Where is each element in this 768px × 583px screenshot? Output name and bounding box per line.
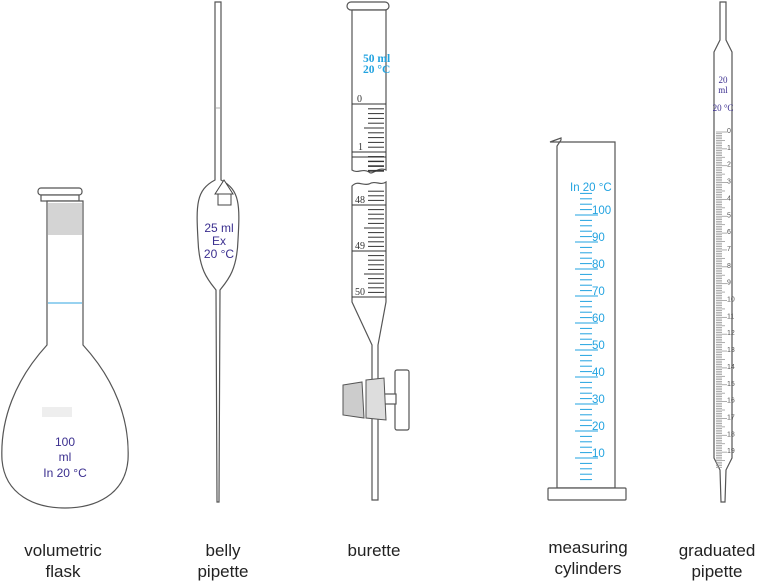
caption-volumetric-flask-2: flask: [46, 562, 81, 581]
cylinder-scale-label: 10: [592, 448, 605, 460]
graduated-pipette-unit: ml: [718, 85, 728, 95]
pipette-scale-label: 1: [727, 145, 731, 152]
burette-mark-50: 50: [355, 287, 365, 298]
belly-pipette: 25 ml Ex 20 °C: [196, 1, 240, 503]
belly-pipette-volume: 25 ml: [204, 221, 233, 235]
pipette-scale-label: 14: [727, 364, 735, 371]
cylinder-scale-label: 100: [592, 205, 611, 217]
cylinder-scale-label: 90: [592, 232, 605, 244]
pipette-scale-label: 11: [727, 313, 734, 320]
burette-mark-49: 49: [355, 241, 365, 252]
pipette-scale-label: 0: [727, 128, 731, 135]
caption-belly-pipette-2: pipette: [197, 562, 248, 581]
cylinder-label: In 20 °C: [570, 182, 612, 194]
pipette-scale-label: 10: [727, 297, 735, 304]
pipette-scale-label: 2: [727, 162, 731, 169]
volumetric-flask: 100 ml In 20 °C: [1, 187, 129, 509]
caption-graduated-pipette-1: graduated: [679, 541, 756, 560]
caption-volumetric-flask-1: volumetric: [24, 541, 102, 560]
flask-unit: ml: [59, 450, 72, 464]
caption-measuring-cylinders-1: measuring: [548, 538, 627, 557]
pipette-scale-label: 8: [727, 263, 731, 270]
pipette-scale-label: 9: [727, 280, 731, 287]
cylinder-scale-label: 40: [592, 367, 605, 379]
pipette-scale-label: 19: [727, 448, 735, 455]
pipette-scale-label: 18: [727, 431, 735, 438]
cylinder-scale-label: 20: [592, 421, 605, 433]
pipette-scale-label: 12: [727, 330, 735, 337]
caption-burette: burette: [348, 541, 401, 560]
burette-temperature: 20 °C: [363, 64, 390, 76]
pipette-scale-label: 7: [727, 246, 731, 253]
burette-mark-0: 0: [357, 94, 362, 105]
burette-mark-1: 1: [358, 142, 363, 153]
burette-volume: 50 ml: [363, 53, 390, 65]
flask-volume: 100: [55, 435, 75, 449]
burette: 50 ml 20 °C 0 1 48 49 50: [342, 1, 410, 501]
caption-measuring-cylinders-2: cylinders: [554, 559, 621, 578]
caption-belly-pipette-1: belly: [206, 541, 241, 560]
cylinder-scale-label: 50: [592, 340, 605, 352]
pipette-scale-label: 17: [727, 414, 735, 421]
stopcock[interactable]: [342, 369, 410, 431]
pipette-scale-label: 13: [727, 347, 735, 354]
cylinder-scale-label: 60: [592, 313, 605, 325]
measuring-cylinder: In 20 °C 100 90 80 70 60 50 40 30 20 10: [547, 137, 627, 501]
cylinder-scale-label: 70: [592, 286, 605, 298]
belly-pipette-temperature: 20 °C: [204, 247, 234, 261]
burette-mark-48: 48: [355, 195, 365, 206]
graduated-pipette: 20 ml 20 °C 0123456789101112131415161718…: [713, 1, 735, 503]
cylinder-scale-label: 30: [592, 394, 605, 406]
pipette-scale-label: 16: [727, 398, 735, 405]
caption-graduated-pipette-2: pipette: [691, 562, 742, 581]
ex-mark-icon: [214, 179, 234, 206]
graduated-pipette-volume: 20: [719, 75, 729, 85]
pipette-scale-label: 4: [727, 195, 731, 202]
cylinder-scale-label: 80: [592, 259, 605, 271]
belly-pipette-ex: Ex: [212, 234, 226, 248]
flask-temperature: In 20 °C: [43, 466, 87, 480]
graduated-pipette-temperature: 20 °C: [713, 103, 734, 113]
pipette-scale-label: 15: [727, 381, 735, 388]
pipette-scale-label: 6: [727, 229, 731, 236]
pipette-scale-label: 5: [727, 212, 731, 219]
pipette-scale-label: 3: [727, 179, 731, 186]
